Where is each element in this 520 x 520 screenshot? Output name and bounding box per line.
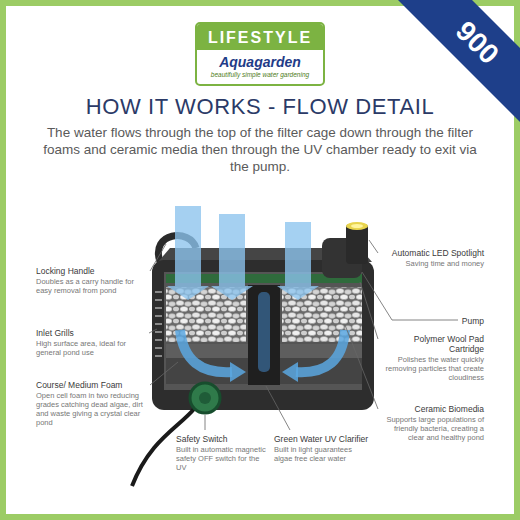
callout-text: Open cell foam in two reducing grades ca… xyxy=(36,391,146,427)
banner-shape xyxy=(398,0,520,122)
brand-logo: LIFESTYLEAquagardenbeautifully simple wa… xyxy=(195,22,325,86)
spotlight-led xyxy=(351,224,363,228)
callout-title: Locking Handle xyxy=(36,266,146,276)
intro-text: The water flows through the top of the f… xyxy=(40,124,480,175)
callout-text: Saving time and money xyxy=(382,259,484,268)
callout-title: Safety Switch xyxy=(176,434,268,444)
flow-arrow-head xyxy=(282,362,298,382)
callout-text: Polishes the water quickly removing part… xyxy=(382,355,484,382)
banner-band xyxy=(398,0,520,122)
grill-slat xyxy=(155,331,162,333)
uv-lamp xyxy=(258,292,270,372)
brand-tagline: beautifully simple water gardening xyxy=(197,70,323,84)
callout-group: Course/ Medium FoamOpen cell foam in two… xyxy=(36,380,146,427)
callout-group: The water flows through the top of the f… xyxy=(40,124,480,175)
leader-line xyxy=(360,282,378,339)
flow-arrow xyxy=(167,206,209,300)
leader-line xyxy=(345,325,378,409)
leader-line xyxy=(266,386,290,430)
grill-slat xyxy=(155,323,162,325)
leader-line xyxy=(369,240,378,253)
flow-arrow xyxy=(211,214,253,300)
callout-group: Automatic LED SpotlightSaving time and m… xyxy=(382,248,484,268)
leader-line xyxy=(205,415,206,430)
callout-text: High surface area, ideal for general pon… xyxy=(36,339,146,357)
callout-text: Doubles as a carry handle for easy remov… xyxy=(36,277,146,295)
spotlight-lens xyxy=(346,222,368,230)
grill-slat xyxy=(155,339,162,341)
flow-arrow-curve xyxy=(296,330,345,372)
callout-group: Ceramic BiomediaSupports large populatio… xyxy=(382,404,484,442)
leader-line xyxy=(149,329,157,333)
grill-slat xyxy=(155,355,162,357)
grill-slat xyxy=(155,347,162,349)
callout-text: Built in light guarantees algae free cle… xyxy=(274,445,370,463)
callout-title: Pump xyxy=(382,316,484,326)
leader-line xyxy=(150,244,166,271)
leader-line xyxy=(150,362,178,385)
title-wrap: HOW IT WORKS - FLOW DETAIL xyxy=(0,94,520,119)
callout-group: Inlet GrillsHigh surface area, ideal for… xyxy=(36,328,146,357)
flow-arrow xyxy=(277,222,319,300)
callout-title: Course/ Medium Foam xyxy=(36,380,146,390)
callout-title: Inlet Grills xyxy=(36,328,146,338)
brand-band-text: LIFESTYLE xyxy=(197,24,323,50)
callout-group: Safety SwitchBuilt in automatic magnetic… xyxy=(176,434,268,472)
safety-switch xyxy=(190,383,220,413)
brand-name: Aquagarden xyxy=(197,50,323,70)
grill-slat xyxy=(155,315,162,317)
inlet-grill xyxy=(155,292,162,356)
callout-text: Supports large populations of friendly b… xyxy=(382,415,484,442)
flow-arrow-head xyxy=(230,362,246,382)
callout-title: Green Water UV Clarifier xyxy=(274,434,370,444)
grill-slat xyxy=(155,299,162,301)
model-banner: 900 xyxy=(398,0,520,122)
grill-slat xyxy=(155,291,162,293)
safety-switch-cap xyxy=(199,392,211,404)
callout-title: Automatic LED Spotlight xyxy=(382,248,484,258)
callout-group: Locking HandleDoubles as a carry handle … xyxy=(36,266,146,295)
callout-group: Polymer Wool Pad CartridgePolishes the w… xyxy=(382,334,484,382)
callout-group: Pump xyxy=(382,316,484,326)
grill-slat xyxy=(155,307,162,309)
leader-line xyxy=(362,272,458,320)
uv-chamber xyxy=(248,285,280,385)
callout-group: Green Water UV ClarifierBuilt in light g… xyxy=(274,434,370,463)
callout-text: Built in automatic magnetic safety OFF s… xyxy=(176,445,268,472)
callout-title: Polymer Wool Pad Cartridge xyxy=(382,334,484,354)
leader-lines xyxy=(149,240,458,430)
flow-arrows xyxy=(167,206,319,300)
callout-title: Ceramic Biomedia xyxy=(382,404,484,414)
page-frame xyxy=(3,3,517,517)
flow-arrow-curve xyxy=(180,330,232,372)
page-title: HOW IT WORKS - FLOW DETAIL xyxy=(0,94,520,119)
